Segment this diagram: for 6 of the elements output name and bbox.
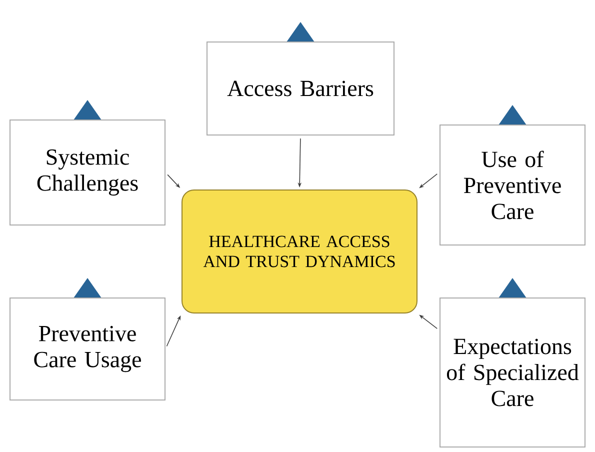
concept-box: Systemic Challenges xyxy=(10,120,166,226)
concept-box: Access Barriers xyxy=(206,42,394,136)
concept-box: Expectations of Specialized Care xyxy=(440,297,586,448)
central-box: HEALTHCARE ACCESS AND TRUST DYNAMICS xyxy=(182,190,418,314)
concept-box: Preventive Care Usage xyxy=(10,297,166,400)
concept-box: Use of Preventive Care xyxy=(440,124,586,246)
